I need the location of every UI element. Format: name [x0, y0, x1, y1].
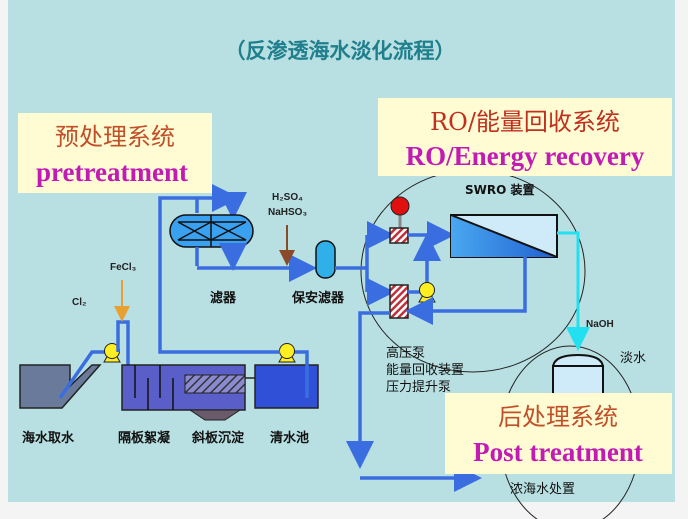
pretreatment-cn: 预处理系统 — [55, 123, 175, 151]
ro-membrane — [450, 214, 558, 258]
label-cl2: Cl₂ — [72, 297, 86, 308]
sludge-hopper — [188, 409, 242, 421]
post-label-box: 后处理系统 Post treatment — [445, 393, 672, 474]
label-naoh: NaOH — [586, 319, 614, 330]
feed-pump-icon — [278, 343, 296, 363]
intake-basin — [19, 364, 102, 409]
label-booster: 压力提升泵 — [386, 379, 451, 395]
cartridge-filter — [315, 240, 336, 279]
label-erd: 能量回收装置 — [386, 363, 464, 378]
high-pressure-gauge-icon — [390, 196, 410, 216]
baffles — [134, 365, 174, 410]
booster-pump-icon — [418, 282, 436, 303]
label-intake: 海水取水 — [22, 430, 75, 446]
pretreatment-label-box: 预处理系统 pretreatment — [18, 113, 212, 193]
high-pressure-pump — [389, 227, 409, 244]
label-filter: 滤器 — [210, 290, 237, 306]
media-filter — [169, 214, 254, 248]
ro-en: RO/Energy recovery — [406, 141, 645, 171]
label-nahso3: NaHSO₃ — [268, 207, 307, 218]
label-sedimentation: 斜板沉淀 — [191, 430, 245, 446]
post-en: Post treatment — [473, 437, 643, 467]
clear-tank-pipe — [294, 350, 309, 398]
pretreatment-en: pretreatment — [36, 157, 188, 187]
label-hp-pump: 高压泵 — [386, 345, 425, 361]
post-cn: 后处理系统 — [498, 403, 618, 431]
label-cartridge-filter: 保安滤器 — [291, 290, 345, 306]
diagram-title: （反渗透海水淡化流程） — [225, 39, 456, 63]
label-h2so4: H₂SO₄ — [272, 192, 303, 203]
label-clear-tank: 清水池 — [270, 430, 309, 446]
label-fresh-water: 淡水 — [620, 351, 646, 366]
label-swro: SWRO 装置 — [465, 182, 535, 197]
dosing-pipe — [116, 320, 130, 378]
intake-pump-icon — [103, 343, 121, 363]
inclined-plate-settler — [184, 374, 246, 394]
label-flocculation: 隔板絮凝 — [118, 430, 171, 446]
label-brine: 浓海水处置 — [510, 482, 575, 497]
energy-recovery-device — [389, 284, 409, 319]
intake-pipe — [58, 350, 108, 399]
ro-cn: RO/能量回收系统 — [430, 108, 620, 136]
permeate-pipe — [557, 231, 590, 351]
reject-pipe — [346, 311, 390, 469]
ro-label-box: RO/能量回收系统 RO/Energy recovery — [378, 98, 672, 176]
brine-return-pipe — [405, 257, 527, 325]
label-fecl3: FeCl₃ — [110, 262, 137, 273]
